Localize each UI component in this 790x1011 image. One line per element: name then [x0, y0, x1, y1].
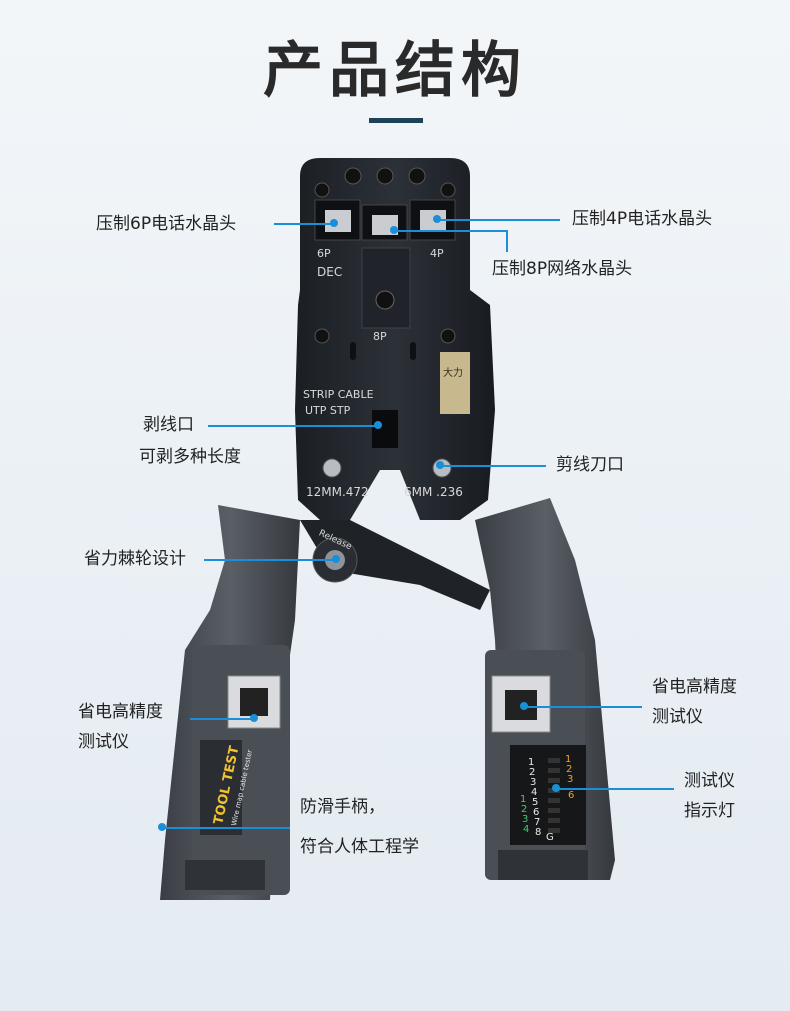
label-crimp-4p: 压制4P电话水晶头 [572, 209, 713, 229]
led-left-4: 4 [531, 787, 537, 798]
led-green-4: 4 [523, 824, 529, 835]
dot-crimp-4p [433, 215, 441, 223]
dot-ratchet [332, 555, 340, 563]
dot-handle [158, 823, 166, 831]
led-left-5: 5 [532, 797, 538, 808]
led-green-2: 2 [521, 804, 527, 815]
dot-indicator [552, 784, 560, 792]
dot-crimp-6p [330, 219, 338, 227]
leader-crimp-6p [274, 223, 334, 225]
dot-tester-left [250, 714, 258, 722]
led-left-3: 3 [530, 777, 536, 788]
led-orange-4: 6 [568, 790, 574, 801]
mark-brand: 大力 [443, 366, 463, 379]
label-indicator-line1: 测试仪 [684, 771, 735, 791]
brand-stamp [440, 352, 470, 414]
label-strip-port: 剥线口 可剥多种长度 [139, 410, 241, 472]
led-green-column: 1 2 3 4 [520, 794, 529, 835]
led-orange-1: 1 [565, 754, 571, 765]
label-ratchet: 省力棘轮设计 [84, 549, 186, 569]
crimp-head [295, 158, 495, 520]
dot-strip [374, 421, 382, 429]
page-title: 产品结构 [263, 36, 527, 106]
leader-strip [208, 425, 378, 427]
label-handle: 防滑手柄， 符合人体工程学 [300, 792, 419, 862]
led-left-6: 6 [533, 807, 539, 818]
label-indicator: 测试仪 指示灯 [684, 766, 735, 826]
led-orange-column: 1 2 3 6 [565, 754, 574, 801]
label-strip-line1: 剥线口 [143, 415, 194, 435]
leader-indicator [556, 788, 674, 790]
led-left-1: 1 [528, 757, 534, 768]
mark-6p: 6P [317, 247, 331, 260]
mark-utp-stp: UTP STP [305, 404, 351, 417]
mark-8p: 8P [373, 330, 387, 343]
label-tester-right-line1: 省电高精度 [652, 677, 737, 697]
mark-4p: 4P [430, 247, 444, 260]
leader-cutter [440, 465, 546, 467]
mark-strip-cable: STRIP CABLE [303, 388, 374, 401]
leader-handle [162, 827, 290, 829]
center-plate [361, 247, 411, 329]
label-handle-line2: 符合人体工程学 [300, 837, 419, 857]
label-crimp-6p: 压制6P电话水晶头 [96, 214, 237, 234]
label-tester-left: 省电高精度 测试仪 [78, 697, 163, 757]
label-tester-right-line2: 测试仪 [652, 707, 703, 727]
leader-crimp-8p-vertical [506, 230, 508, 252]
led-left-g: G [546, 832, 554, 843]
led-left-column: 1 2 3 4 5 6 7 8 G [528, 757, 554, 843]
led-orange-3: 3 [567, 774, 573, 785]
leader-tester-right [524, 706, 642, 708]
dot-crimp-8p [390, 226, 398, 234]
label-tester-right: 省电高精度 测试仪 [652, 672, 737, 732]
mark-size-left: 12MM.472 [306, 485, 369, 499]
mark-dec: DEC [317, 265, 342, 279]
led-green-1: 1 [520, 794, 526, 805]
leader-crimp-4p [438, 219, 560, 221]
label-handle-line1: 防滑手柄， [300, 797, 385, 817]
label-crimp-8p: 压制8P网络水晶头 [492, 259, 633, 279]
leader-tester-left [190, 718, 254, 720]
label-strip-line2: 可剥多种长度 [139, 447, 241, 467]
strip-slot [372, 410, 398, 448]
label-cutter: 剪线刀口 [556, 455, 624, 475]
leader-ratchet [204, 559, 336, 561]
label-tester-left-line2: 测试仪 [78, 732, 129, 752]
label-indicator-line2: 指示灯 [684, 801, 735, 821]
title-underline [369, 118, 423, 123]
mark-size-right: 6MM .236 [404, 485, 463, 499]
leader-crimp-8p [394, 230, 508, 232]
dot-cutter [436, 461, 444, 469]
led-left-2: 2 [529, 767, 535, 778]
left-label-plate [200, 740, 242, 835]
led-left-7: 7 [534, 817, 540, 828]
label-tester-left-line1: 省电高精度 [78, 702, 163, 722]
dot-tester-right [520, 702, 528, 710]
led-green-3: 3 [522, 814, 528, 825]
led-orange-2: 2 [566, 764, 572, 775]
led-left-8: 8 [535, 827, 541, 838]
